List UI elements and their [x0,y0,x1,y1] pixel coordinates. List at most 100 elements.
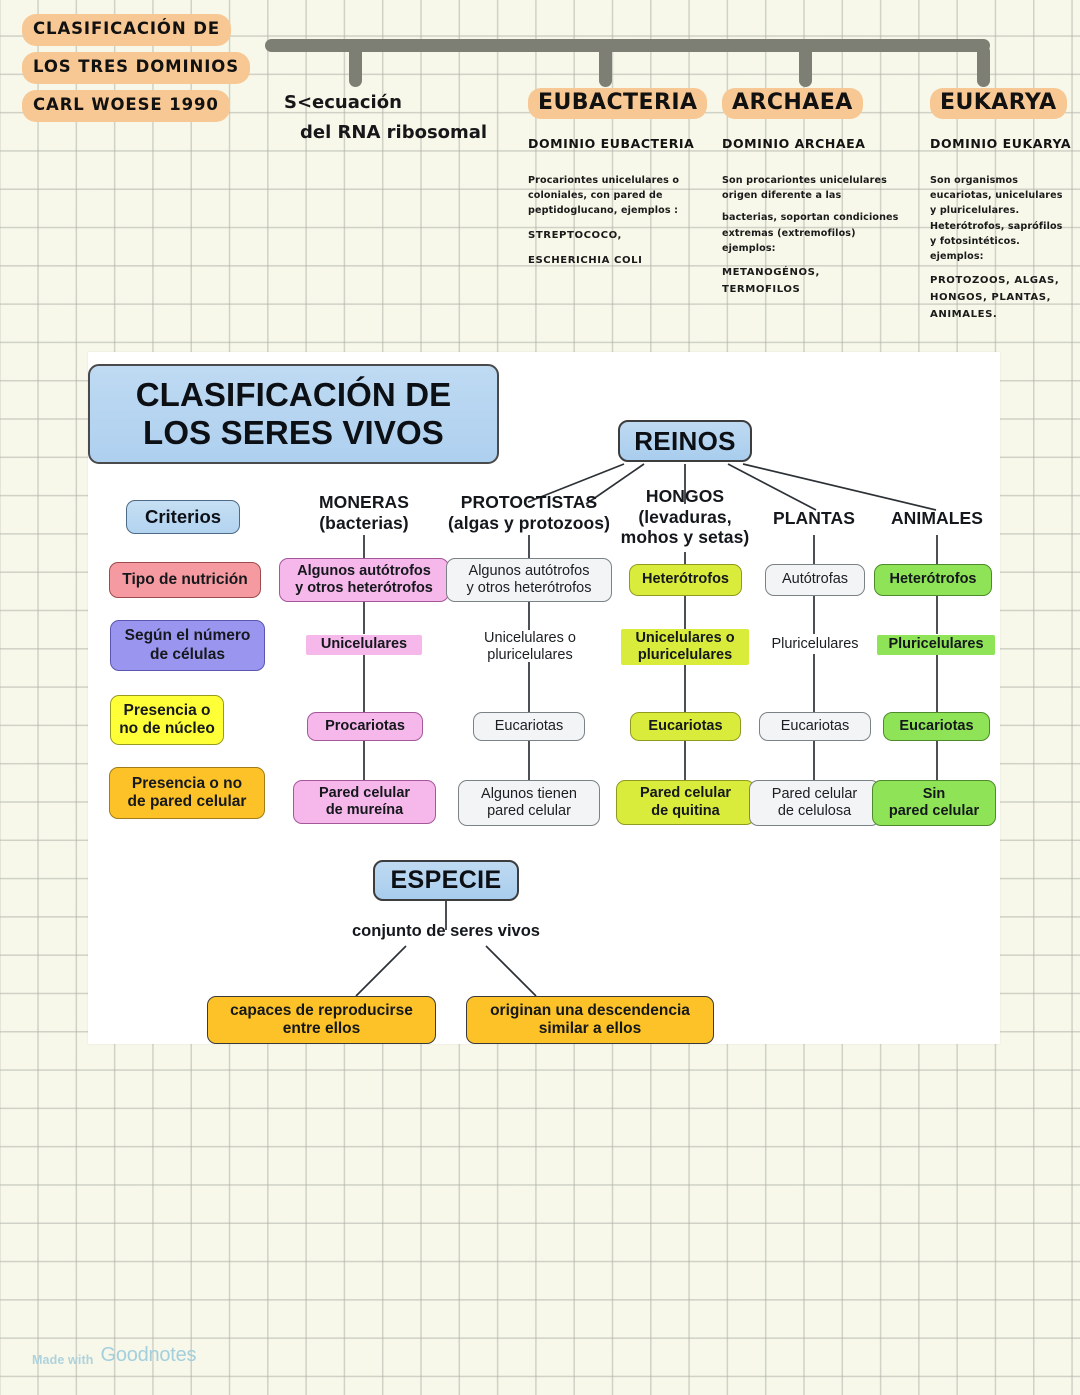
eukarya-desc-line-5: y fotosintéticos. [930,235,1020,247]
criterion-1-line-2: de células [150,645,225,663]
plantas-cells-line-1: Pluricelulares [771,636,859,653]
especie-trait-node-2: originan una descendencia similar a ello… [466,996,714,1044]
hongos-head-line-2: (levaduras, [638,506,732,527]
goodnotes-watermark: Made with Goodnotes [32,1344,196,1367]
criterion-tipo-de-nutricion: Tipo de nutrición [109,562,261,598]
moneras-head-line-2: (bacterias) [319,512,409,533]
domain-drop-line-3 [799,45,812,87]
especie-trait-1-line-2: entre ellos [282,1020,361,1037]
kingdom-header-plantas: PLANTAS [744,508,884,529]
domain-column-eukarya: EUKARYA DOMINIO EUKARYA Son organismos e… [930,88,1080,323]
hongos-cells-line-2: pluricelulares [637,647,733,663]
archaea-example-2: TERMOFILOS [722,283,801,295]
eukarya-desc-line-1: Son organismos [930,175,1019,187]
moneras-nutrition-node: Algunos autótrofos y otros heterótrofos [279,558,449,602]
moneras-wall-line-1: Pared celular [318,784,411,801]
classification-diagram-card: CLASIFICACIÓN DE LOS SERES VIVOS REINOS … [88,352,1000,1044]
animales-head-line-1: ANIMALES [890,508,984,528]
eukarya-desc-line-3: y pluricelulares. [930,205,1020,217]
domain-name-archaea: ARCHAEA [722,88,863,120]
domain-subtitle-eubacteria: DOMINIO EUBACTERIA [528,136,695,152]
animales-nutrition-node: Heterótrofos [874,564,992,596]
protoctistas-cells-line-1: Unicelulares o [484,629,576,646]
rrna-note-line-1: S<ecuación [284,92,402,113]
criterion-0-line-1: Tipo de nutrición [122,570,248,588]
domain-name-eukarya: EUKARYA [930,88,1067,120]
domain-drop-line-1 [349,45,362,87]
eukarya-example-1: PROTOZOOS, ALGAS, [930,275,1060,287]
moneras-nucleus-node: Procariotas [307,712,423,741]
domain-description-eubacteria: Procariontes unicelulares o coloniales, … [528,173,708,268]
moneras-wall-node: Pared celular de mureína [293,780,436,824]
eukarya-example-3: ANIMALES. [930,308,998,320]
plantas-wall-line-1: Pared celular [771,785,858,802]
hongos-head-line-1: HONGOS [645,486,725,506]
watermark-brand: Goodnotes [100,1344,197,1366]
moneras-wall-line-2: de mureína [325,802,404,818]
domain-subtitle-eukarya: DOMINIO EUKARYA [930,136,1072,152]
animales-nutrition-line-1: Heterótrofos [889,571,977,588]
moneras-cells-line-1: Unicelulares [320,636,408,653]
hongos-nucleus-label: Eucariotas [648,717,723,734]
animales-cells-label: Pluricelulares [877,635,995,655]
plantas-nucleus-label: Eucariotas [780,717,850,734]
criterion-numero-de-celulas: Según el número de células [110,620,265,671]
rrna-sequencing-note: S<ecuación del RNA ribosomal [284,88,514,147]
animales-nucleus-label: Eucariotas [899,717,974,734]
domain-column-archaea: ARCHAEA DOMINIO ARCHAEA Son procariontes… [722,88,912,298]
domain-drop-line-2 [599,45,612,87]
plantas-wall-line-2: de celulosa [777,803,852,819]
criterios-header: Criterios [126,500,240,534]
eubacteria-desc-line-3: peptidoglucano, ejemplos : [528,205,679,217]
plantas-cells-label: Pluricelulares [755,635,875,655]
plantas-nucleus-node: Eucariotas [759,712,871,741]
header-title-line-2: LOS TRES DOMINIOS [22,52,251,84]
reinos-node: REINOS [618,420,752,462]
rrna-note-line-2: del RNA ribosomal [300,121,488,143]
especie-trait-node-1: capaces de reproducirse entre ellos [207,996,436,1044]
domain-column-eubacteria: EUBACTERIA DOMINIO EUBACTERIA Procariont… [528,88,708,268]
hongos-cells-label: Unicelulares o pluricelulares [621,629,749,665]
moneras-nucleus-label: Procariotas [325,717,405,734]
moneras-nutrition-line-1: Algunos autótrofos [297,562,431,579]
header-title-line-3: CARL WOESE 1990 [22,90,230,122]
plantas-wall-node: Pared celular de celulosa [749,780,880,826]
protoctistas-nutrition-line-1: Algunos autótrofos [468,562,590,579]
diagram-title-line-1: CLASIFICACIÓN DE [135,375,452,413]
protoctistas-cells-line-2: pluricelulares [487,647,573,663]
protoctistas-cells-label: Unicelulares o pluricelulares [464,629,596,665]
criterion-3-line-2: de pared celular [127,793,247,810]
kingdom-header-animales: ANIMALES [867,508,1007,529]
animales-wall-line-1: Sin [922,785,946,802]
hongos-cells-line-1: Unicelulares o [635,629,735,646]
especie-trait-2-line-1: originan una descendencia [490,1001,690,1019]
eubacteria-example-2: ESCHERICHIA COLI [528,254,643,266]
hongos-wall-line-2: de quitina [651,802,720,819]
protoctistas-wall-node: Algunos tienen pared celular [458,780,600,826]
protoctistas-head-line-1: PROTOCTISTAS [460,492,598,512]
archaea-desc-line-3: bacterias, soportan condiciones [722,212,899,224]
protoctistas-nutrition-line-2: y otros heterótrofos [466,580,592,596]
animales-wall-line-2: pared celular [888,803,980,819]
animales-nucleus-node: Eucariotas [883,712,990,741]
moneras-cells-label: Unicelulares [306,635,422,655]
kingdom-header-protoctistas: PROTOCTISTAS (algas y protozoos) [439,492,619,533]
plantas-nutrition-node: Autótrofas [765,564,865,596]
diagram-title-line-2: LOS SERES VIVOS [143,414,444,451]
watermark-made-with: Made with [32,1353,94,1367]
hongos-nutrition-node: Heterótrofos [629,564,742,596]
eukarya-desc-line-4: Heterótrofos, saprófilos [930,220,1063,232]
archaea-desc-line-2: origen diferente a las [722,190,842,202]
domain-subtitle-archaea: DOMINIO ARCHAEA [722,136,866,152]
criterion-2-line-1: Presencia o [123,701,211,719]
criterion-2-line-2: no de núcleo [119,720,215,737]
hongos-head-line-3: mohos y setas) [620,527,750,548]
protoctistas-nucleus-node: Eucariotas [473,712,585,741]
eubacteria-desc-line-2: coloniales, con pared de [528,190,663,202]
protoctistas-wall-line-2: pared celular [487,803,571,819]
archaea-desc-line-1: Son procariontes unicelulares [722,175,887,187]
animales-wall-node: Sin pared celular [872,780,996,826]
hongos-wall-node: Pared celular de quitina [616,780,755,825]
protoctistas-nutrition-node: Algunos autótrofos y otros heterótrofos [446,558,612,602]
domain-name-eubacteria: EUBACTERIA [528,88,708,120]
